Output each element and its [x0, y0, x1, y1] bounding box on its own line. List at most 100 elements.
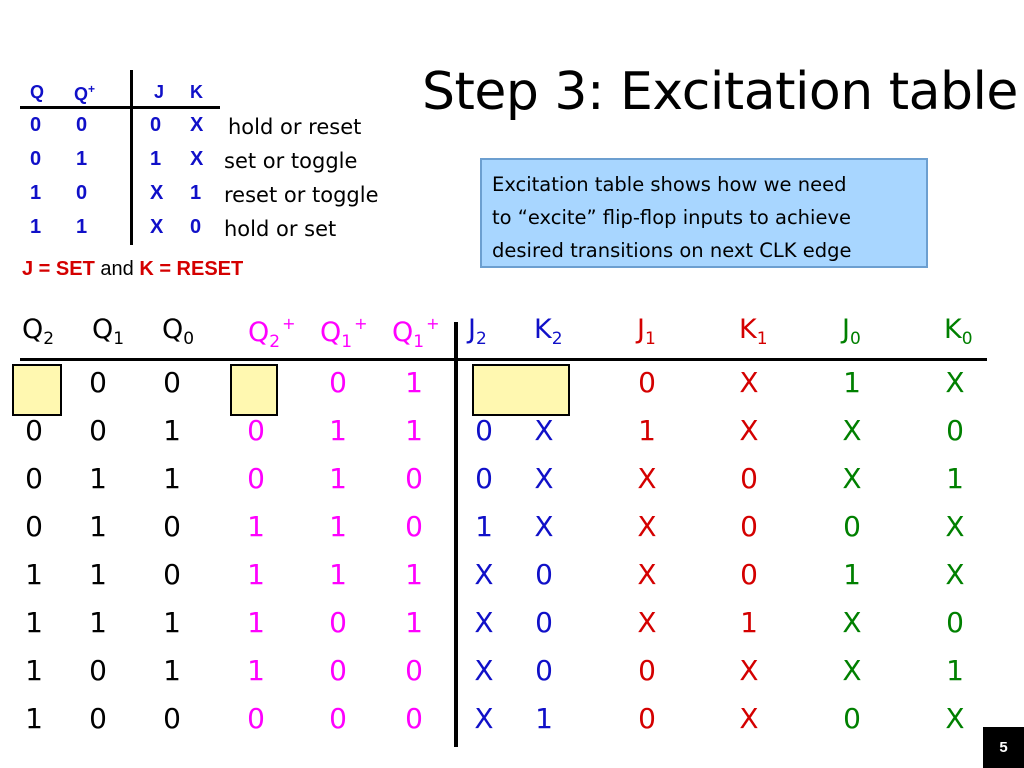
table-cell: 0: [740, 462, 758, 495]
table-cell: 1: [329, 414, 347, 447]
table-cell: X: [739, 654, 759, 687]
table-cell: 1: [946, 462, 964, 495]
highlight-box-jk2: [472, 364, 570, 416]
table-cell: 0: [740, 510, 758, 543]
table-cell: 1: [25, 558, 43, 591]
note-line: to “excite” flip-flop inputs to achieve: [492, 206, 851, 229]
table-cell: 1: [405, 558, 423, 591]
table-cell: 1: [329, 510, 347, 543]
column-header: Q1+: [392, 314, 440, 352]
note-line: Excitation table shows how we need: [492, 173, 847, 196]
table-cell: 1: [843, 366, 861, 399]
table-cell: 0: [535, 606, 553, 639]
table-cell: 0: [89, 702, 107, 735]
table-cell: 1: [163, 606, 181, 639]
table-column-divider: [454, 322, 458, 747]
table-cell: 0: [25, 510, 43, 543]
table-cell: 1: [329, 462, 347, 495]
page-number: 5: [983, 727, 1024, 768]
note-line: desired transitions on next CLK edge: [492, 239, 852, 262]
column-header: Q1+: [320, 314, 368, 352]
table-cell: X: [637, 462, 657, 495]
table-cell: 0: [946, 414, 964, 447]
table-cell: 0: [843, 702, 861, 735]
column-header: Q2: [22, 314, 55, 349]
table-cell: X: [945, 366, 965, 399]
table-cell: X: [474, 654, 494, 687]
jk-header-q-plus: Q+: [74, 82, 96, 104]
jk-row-description: set or toggle: [224, 149, 358, 173]
table-cell: X: [474, 606, 494, 639]
table-cell: 1: [740, 606, 758, 639]
table-cell: 0: [638, 702, 656, 735]
table-cell: 1: [247, 654, 265, 687]
table-cell: 1: [25, 654, 43, 687]
jk-cell-q-plus: 1: [76, 216, 88, 238]
table-cell: X: [637, 510, 657, 543]
table-cell: 0: [405, 510, 423, 543]
table-cell: 0: [535, 558, 553, 591]
table-cell: X: [842, 462, 862, 495]
table-cell: X: [739, 702, 759, 735]
table-cell: 1: [247, 558, 265, 591]
table-cell: 1: [247, 510, 265, 543]
table-cell: X: [739, 414, 759, 447]
table-cell: 1: [535, 702, 553, 735]
table-cell: 0: [329, 606, 347, 639]
jk-header-q: Q: [30, 82, 45, 102]
table-cell: X: [842, 606, 862, 639]
table-cell: X: [534, 414, 554, 447]
column-header: K2: [534, 314, 563, 349]
jk-cell-q-plus: 0: [76, 182, 88, 204]
jk-cell-k: 0: [190, 216, 202, 238]
jk-cell-q: 0: [30, 148, 42, 170]
table-cell: 1: [163, 654, 181, 687]
jk-row-description: hold or set: [224, 217, 337, 241]
table-cell: 0: [89, 414, 107, 447]
jk-cell-q: 0: [30, 114, 42, 136]
table-cell: 1: [89, 510, 107, 543]
jk-cell-k: X: [190, 114, 204, 136]
jk-cell-j: X: [150, 216, 164, 238]
table-cell: 1: [405, 606, 423, 639]
jk-header-k: K: [190, 82, 203, 102]
table-cell: X: [739, 366, 759, 399]
column-header: Q1: [92, 314, 125, 349]
table-cell: 0: [163, 366, 181, 399]
table-cell: 0: [329, 702, 347, 735]
table-cell: 0: [247, 462, 265, 495]
table-cell: 0: [247, 702, 265, 735]
table-cell: 1: [405, 414, 423, 447]
column-header: J0: [842, 314, 861, 349]
jk-cell-q: 1: [30, 216, 42, 238]
jk-note-and: and: [100, 258, 134, 280]
table-cell: 0: [946, 606, 964, 639]
table-cell: 1: [475, 510, 493, 543]
table-cell: 0: [405, 702, 423, 735]
jk-note-k: K = RESET: [139, 258, 244, 280]
table-cell: 1: [843, 558, 861, 591]
column-header: Q0: [162, 314, 195, 349]
jk-cell-j: 1: [150, 148, 162, 170]
table-cell: 0: [163, 558, 181, 591]
table-cell: 0: [475, 414, 493, 447]
table-cell: X: [474, 702, 494, 735]
jk-cell-k: X: [190, 148, 204, 170]
jk-cell-q-plus: 0: [76, 114, 88, 136]
table-cell: X: [534, 510, 554, 543]
table-cell: 0: [25, 462, 43, 495]
jk-note: J = SET and K = RESET: [22, 258, 243, 281]
column-header: J2: [468, 314, 487, 349]
column-header: K0: [944, 314, 973, 349]
column-header: Q2+: [248, 314, 296, 352]
jk-cell-j: 0: [150, 114, 162, 136]
table-cell: 1: [25, 702, 43, 735]
highlight-box-q2: [12, 364, 62, 416]
table-cell: X: [637, 606, 657, 639]
table-cell: 1: [329, 558, 347, 591]
table-cell: X: [474, 558, 494, 591]
highlight-box-q2-plus: [230, 364, 278, 416]
excitation-note-box: Excitation table shows how we need to “e…: [480, 158, 928, 268]
table-cell: 1: [163, 414, 181, 447]
table-cell: 1: [946, 654, 964, 687]
